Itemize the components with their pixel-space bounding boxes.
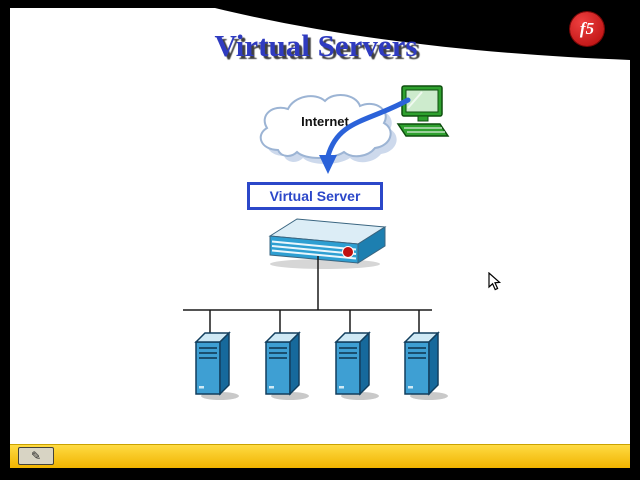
footer-band [10, 444, 630, 468]
server-icon [195, 332, 240, 401]
network-lines [183, 256, 432, 336]
request-arrow [319, 97, 411, 174]
virtual-server-box: Virtual Server [247, 182, 383, 210]
server-icon [335, 332, 380, 401]
device-f5-badge [342, 246, 354, 258]
client-computer-icon [396, 85, 450, 137]
slide: f5 Virtual Servers Internet Virtual Serv… [10, 8, 630, 468]
pen-icon: ✎ [30, 449, 42, 463]
page-title: Virtual Servers [214, 28, 418, 63]
corner-swoosh [215, 8, 630, 60]
load-balancer-device-icon [268, 218, 387, 269]
pen-tool-button[interactable]: ✎ [18, 447, 54, 465]
internet-cloud-icon [259, 94, 397, 164]
f5-logo-text: f5 [579, 19, 595, 38]
mouse-cursor-icon [488, 272, 502, 291]
virtual-server-label: Virtual Server [269, 188, 361, 204]
server-farm [195, 332, 449, 401]
internet-label: Internet [301, 114, 349, 129]
server-icon [265, 332, 310, 401]
server-icon [404, 332, 449, 401]
f5-logo: f5 [570, 12, 604, 46]
